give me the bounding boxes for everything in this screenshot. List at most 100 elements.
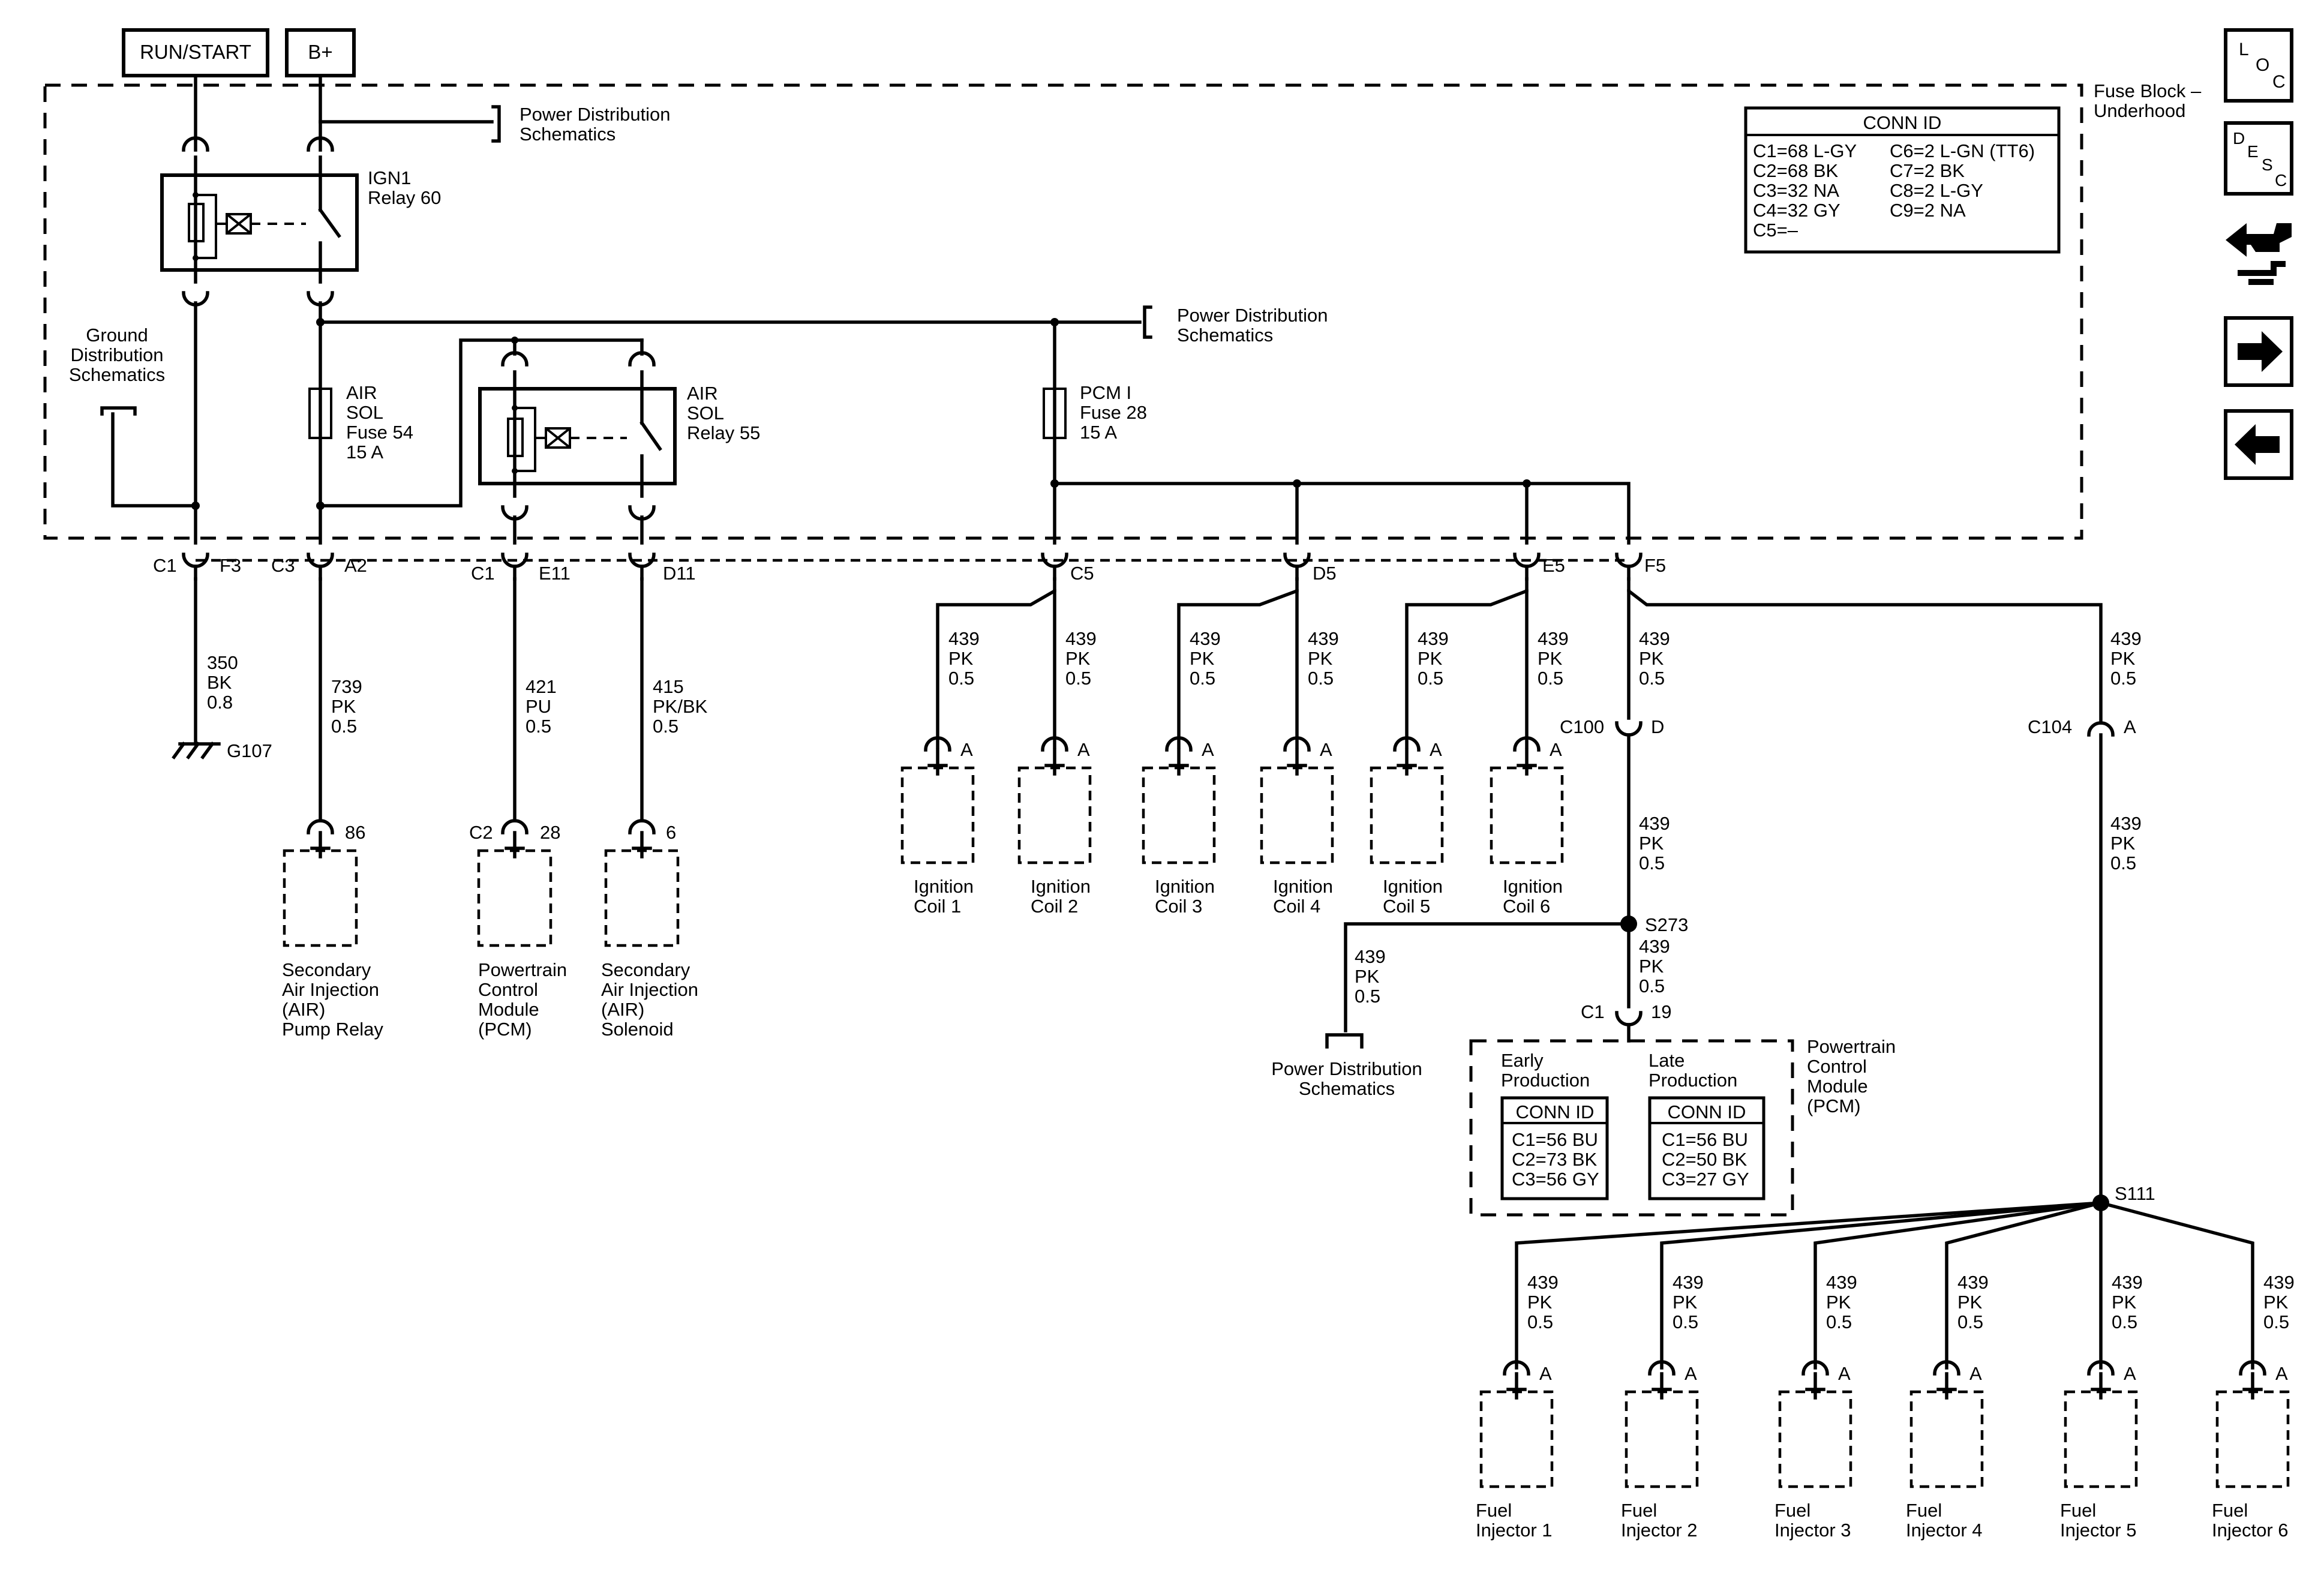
conn-c5: C5	[1070, 563, 1094, 584]
pcm-early-conn-title: CONN ID	[1516, 1101, 1595, 1122]
air-solenoid-symbol	[604, 819, 680, 947]
loc-button[interactable]: L O C	[2224, 28, 2293, 103]
b-plus-label: B+	[308, 41, 332, 63]
arrow-left-button[interactable]	[2224, 409, 2293, 480]
pcm-symbol	[477, 819, 553, 947]
coil-pin-a: A	[960, 739, 973, 760]
ground-g107-symbol	[172, 742, 221, 760]
fuel-injector-6	[2215, 1360, 2290, 1488]
svg-text:C: C	[2272, 72, 2286, 92]
coil-pin-a: A	[1320, 739, 1332, 760]
ignition-coil-3	[1142, 736, 1216, 864]
conn-id-table: CONN ID C1=68 L-GY C2=68 BK C3=32 NA C4=…	[1744, 106, 2061, 254]
connector-view-icon[interactable]	[2226, 223, 2292, 285]
conn-d5: D5	[1313, 563, 1337, 584]
svg-text:L: L	[2239, 40, 2249, 59]
ignition-coil-6	[1490, 736, 1564, 864]
svg-text:E: E	[2247, 142, 2259, 161]
svg-text:S: S	[2262, 155, 2273, 174]
conn-id-left: C1=68 L-GY C2=68 BK C3=32 NA C4=32 GY C5…	[1753, 140, 1861, 241]
fuse-block-outline	[43, 83, 2083, 540]
air-sol-fuse-54	[308, 388, 332, 439]
fuel-injector-4	[1909, 1360, 1984, 1488]
arrow-right-icon	[2238, 331, 2283, 372]
pcm-late-conn-title: CONN ID	[1668, 1101, 1746, 1122]
splice-s111-label: S111	[2115, 1183, 2155, 1204]
conn-f5: F5	[1644, 555, 1666, 576]
pin-86: 86	[345, 822, 365, 843]
ignition-coil-4	[1260, 736, 1334, 864]
pcm-fuse-28	[1043, 388, 1067, 439]
injector-fanout	[1515, 1200, 2254, 1370]
coil-pin-a: A	[1430, 739, 1442, 760]
injector-pin-a: A	[2275, 1363, 2288, 1384]
ign1-top-terminals	[182, 136, 334, 152]
left-components	[283, 819, 680, 947]
b-plus-source: B+	[285, 28, 356, 77]
fuel-injector-3	[1778, 1360, 1852, 1488]
ign1-relay-60	[160, 155, 359, 272]
fuel-injector-5	[2064, 1360, 2138, 1488]
ignition-coil-5	[1370, 736, 1444, 864]
splice-s273-label: S273	[1645, 914, 1688, 935]
ignition-coil-2	[1017, 736, 1092, 864]
ignition-coil-1	[900, 736, 975, 864]
coil-pin-a: A	[1550, 739, 1562, 760]
air-sol-relay-55	[478, 370, 677, 485]
ground-g107-label: G107	[227, 740, 272, 761]
coil-pin-a: A	[1202, 739, 1214, 760]
conn-e5: E5	[1542, 555, 1565, 576]
injector-pin-a: A	[1685, 1363, 1697, 1384]
conn-d11: D11	[663, 563, 696, 584]
fuel-injector-1	[1479, 1360, 1554, 1488]
svg-text:D: D	[2233, 129, 2245, 148]
arrow-right-button[interactable]	[2224, 316, 2293, 387]
ign1-bottom-terminals	[182, 268, 334, 307]
desc-button[interactable]: D E S C	[2224, 121, 2293, 196]
